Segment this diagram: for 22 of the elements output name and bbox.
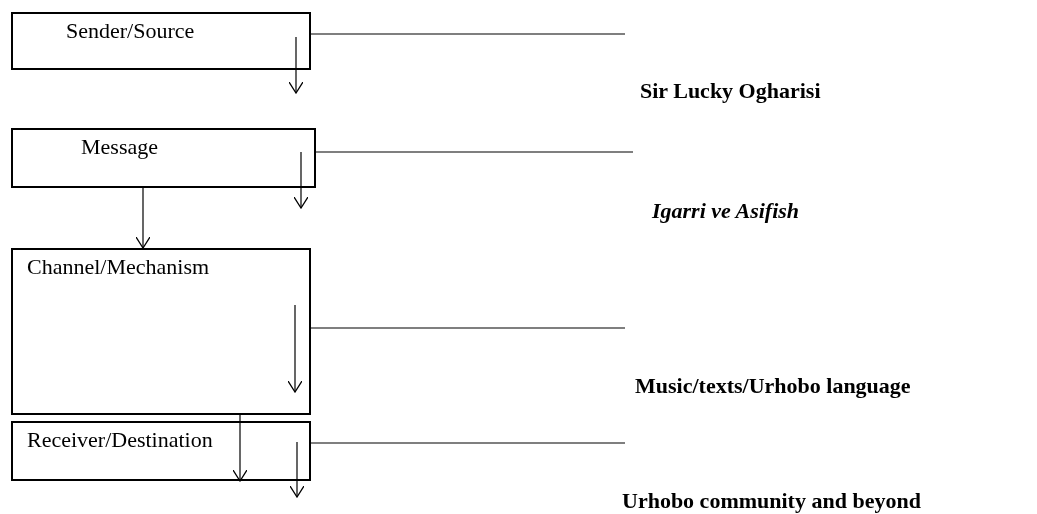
arrow [232,414,248,482]
arrow [289,441,305,498]
box-label: Message [81,134,158,160]
annotation-text: Sir Lucky Ogharisi [640,78,821,104]
annotation-text: Igarri ve Asifish [652,198,800,224]
arrow [293,151,309,209]
connector-line [310,33,626,35]
process-box [11,248,311,415]
connector-line [310,442,626,444]
arrow [135,187,151,249]
box-label: Sender/Source [66,18,195,44]
box-label: Receiver/Destination [27,427,213,453]
process-box [11,128,316,188]
arrow [288,36,304,94]
box-label: Channel/Mechanism [27,254,210,280]
process-box [11,12,311,70]
annotation-text: Music/texts/Urhobo language [635,373,911,399]
process-box [11,421,311,481]
arrow [287,304,303,393]
connector-line [310,327,626,329]
annotation-text: Urhobo community and beyond [622,488,921,514]
connector-line [315,151,634,153]
